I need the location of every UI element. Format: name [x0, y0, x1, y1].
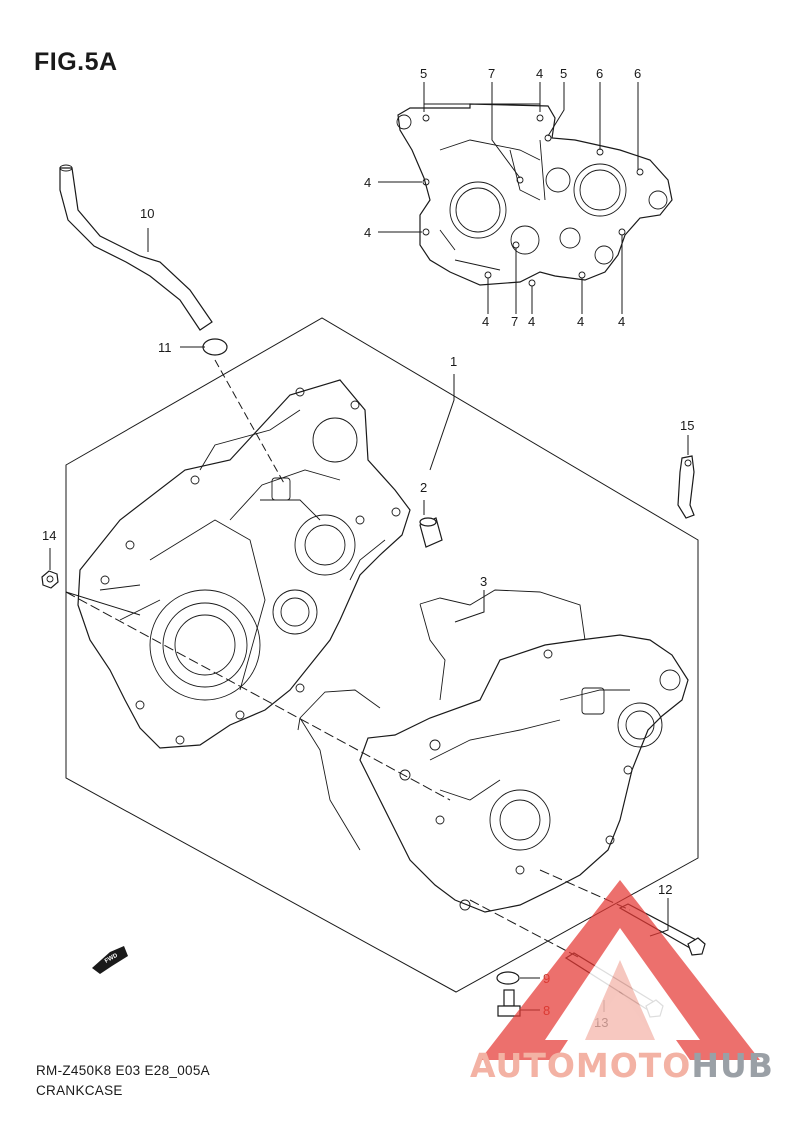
- callout-12: 12: [658, 882, 672, 897]
- model-code: RM-Z450K8 E03 E28_005A: [36, 1063, 210, 1078]
- figure-title: FIG.5A: [34, 48, 118, 76]
- callout-4: 4: [528, 314, 535, 329]
- callout-6: 6: [596, 66, 603, 81]
- bracket-clip: [677, 455, 695, 519]
- callout-6: 6: [634, 66, 641, 81]
- breather-hose: [59, 167, 213, 331]
- nut-14: [41, 570, 59, 589]
- callout-15: 15: [680, 418, 694, 433]
- bolt-8: [497, 989, 521, 1017]
- callout-7: 7: [511, 314, 518, 329]
- callout-4: 4: [364, 175, 371, 190]
- callout-4: 4: [364, 225, 371, 240]
- callout-4: 4: [482, 314, 489, 329]
- callout-11: 11: [158, 340, 172, 355]
- left-crankcase-half: [77, 379, 411, 749]
- inset-crankcase-inner-view: [378, 82, 673, 314]
- callout-3: 3: [480, 574, 487, 589]
- section-name: CRANKCASE: [36, 1083, 123, 1098]
- callout-1: 1: [450, 354, 457, 369]
- callout-2: 2: [420, 480, 427, 495]
- callout-4: 4: [618, 314, 625, 329]
- watermark-text: AUTOMOTOHUB: [470, 1046, 774, 1085]
- callout-5: 5: [560, 66, 567, 81]
- fwd-arrow-icon: FWD: [92, 946, 128, 974]
- hose-clamp: [202, 338, 228, 356]
- assembly-outline: [65, 317, 699, 993]
- watermark-logo-icon: [480, 880, 760, 1060]
- callout-10: 10: [140, 206, 154, 221]
- callout-4: 4: [577, 314, 584, 329]
- callout-14: 14: [42, 528, 56, 543]
- dowel-pin: [419, 517, 443, 548]
- callout-4: 4: [536, 66, 543, 81]
- washer-9: [496, 971, 520, 985]
- callout-5: 5: [420, 66, 427, 81]
- callout-7: 7: [488, 66, 495, 81]
- right-crankcase-half: [297, 589, 689, 913]
